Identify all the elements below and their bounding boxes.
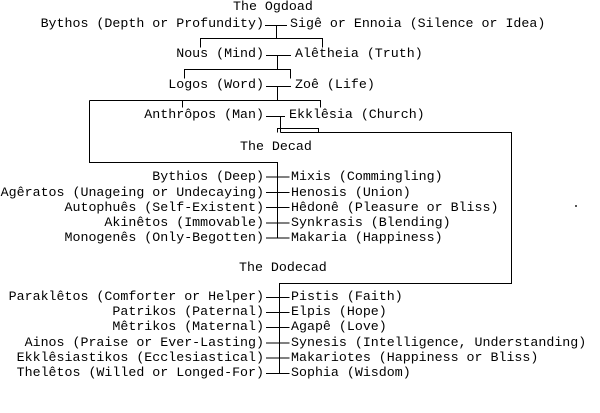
aeon-ainos: Ainos (Praise or Ever-Lasting): [24, 335, 264, 350]
aeon-agape: Agapê (Love): [291, 319, 387, 334]
aeon-ekklesia: Ekklêsia (Church): [289, 107, 425, 122]
aeon-theletos: Thelêtos (Willed or Longed-For): [16, 365, 264, 380]
aeon-nous: Nous (Mind): [176, 46, 264, 61]
stray-dot-artifact: [575, 205, 577, 207]
aeon-ageratos: Agêratos (Unageing or Undecaying): [0, 184, 264, 200]
aeon-pistis: Pistis (Faith): [291, 289, 403, 304]
decad-connector-lines: [89, 100, 290, 239]
aeon-hedone: Hêdonê (Pleasure or Bliss): [291, 199, 499, 215]
section-title-dodecad: The Dodecad: [239, 260, 327, 275]
aeon-makaria: Makaria (Happiness): [291, 230, 443, 245]
aeon-patrikos: Patrikos (Paternal): [112, 304, 264, 319]
aeon-autophues: Autophuês (Self-Existent): [64, 199, 265, 215]
aeon-akinetos: Akinêtos (Immovable): [104, 215, 264, 230]
aeon-henosis: Henosis (Union): [291, 184, 411, 200]
aeon-sige-or-ennoia: Sigê or Ennoia (Silence or Idea): [290, 16, 546, 31]
section-title-ogdoad: The Ogdoad: [233, 0, 313, 14]
aeon-elpis: Elpis (Hope): [291, 304, 387, 319]
dodecad-connector-lines: [266, 132, 512, 374]
aeon-parakletos: Paraklêtos (Comforter or Helper): [8, 289, 264, 304]
aeon-aletheia: Alêtheia (Truth): [295, 46, 423, 61]
aeon-zoe: Zoê (Life): [295, 77, 375, 92]
aeon-mixis: Mixis (Commingling): [291, 169, 443, 184]
aeon-logos: Logos (Word): [168, 77, 264, 92]
ogdoad-connector-lines: [89, 25, 323, 133]
aeon-bythos: Bythos (Depth or Profundity): [40, 16, 264, 31]
section-title-decad: The Decad: [240, 139, 312, 154]
aeon-synesis: Synesis (Intelligence, Understanding): [291, 335, 587, 350]
aeon-metrikos: Mêtrikos (Maternal): [112, 319, 264, 334]
aeon-anthropos: Anthrôpos (Man): [144, 107, 264, 122]
aeon-bythios: Bythios (Deep): [152, 169, 264, 184]
aeon-sophia: Sophia (Wisdom): [291, 365, 411, 380]
aeon-makariotes: Makariotes (Happiness or Bliss): [291, 350, 539, 365]
aeon-monogenes: Monogenês (Only-Begotten): [64, 230, 265, 245]
aeon-synkrasis: Synkrasis (Blending): [291, 215, 451, 230]
aeon-ekklesiastikos: Ekklêsiastikos (Ecclesiastical): [16, 350, 264, 365]
